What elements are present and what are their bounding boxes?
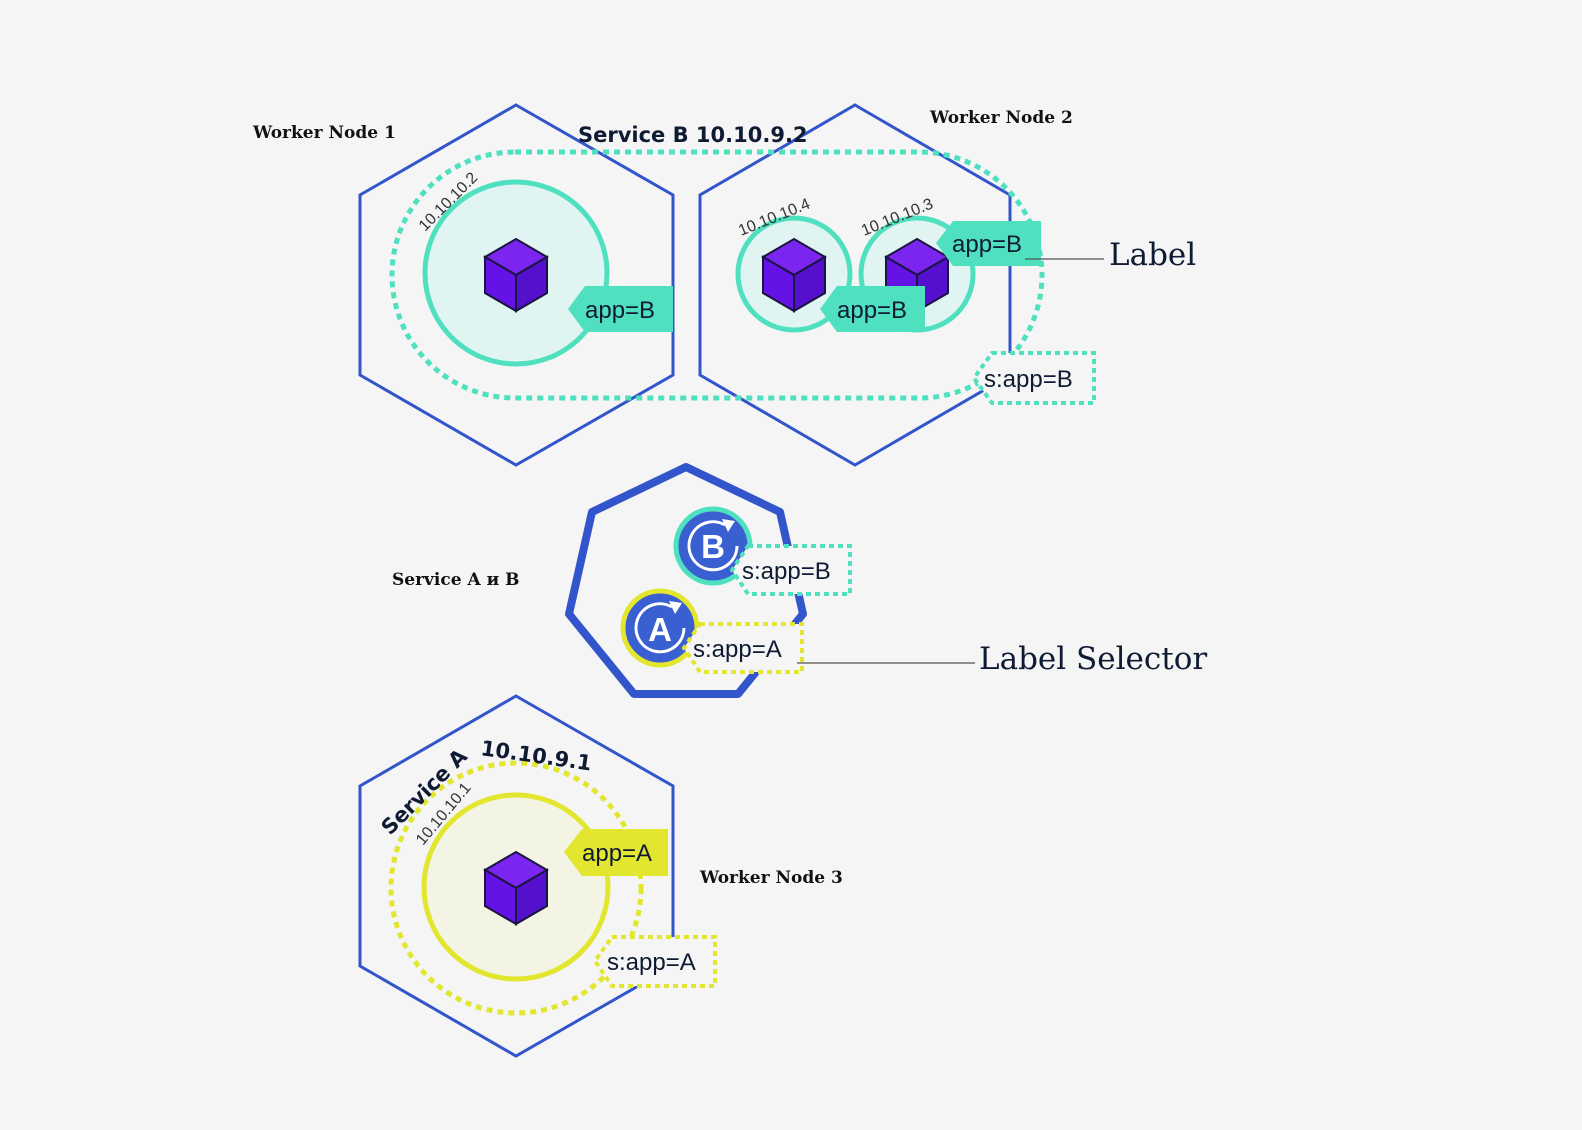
selector-s-app-a-2: s:app=A bbox=[592, 935, 717, 988]
selector-s-app-b-1-text: s:app=B bbox=[984, 366, 1073, 393]
service-a-ip: 10.10.9.1 bbox=[479, 736, 593, 775]
service-b-icon: B bbox=[673, 506, 753, 586]
selector-s-app-a-1: s:app=A bbox=[681, 622, 804, 674]
service-b-letter: B bbox=[701, 528, 725, 565]
worker-node-1-hexagon bbox=[358, 103, 675, 467]
selector-s-app-b-1: s:app=B bbox=[971, 351, 1096, 405]
selector-s-app-a-2-text: s:app=A bbox=[607, 949, 696, 976]
label-callout: Label bbox=[1109, 237, 1196, 273]
label-app-b-1: app=B bbox=[568, 286, 673, 332]
label-app-b-2: app=B bbox=[820, 286, 925, 332]
service-b-boundary bbox=[389, 149, 1045, 401]
services-a-b-title: Service A и B bbox=[392, 570, 519, 590]
worker-node-3-hexagon bbox=[358, 694, 675, 1058]
label-selector-callout: Label Selector bbox=[979, 641, 1207, 677]
selector-s-app-b-2-text: s:app=B bbox=[742, 558, 831, 585]
selector-s-app-a-1-text: s:app=A bbox=[693, 636, 782, 663]
label-app-a-text: app=A bbox=[582, 840, 652, 867]
worker-node-3-title: Worker Node 3 bbox=[699, 868, 843, 888]
worker-node-1-title: Worker Node 1 bbox=[252, 123, 396, 143]
label-app-a: app=A bbox=[564, 829, 668, 876]
service-a-boundary bbox=[388, 760, 644, 1016]
service-b-title: Service B 10.10.9.2 bbox=[578, 123, 808, 147]
label-app-b-1-text: app=B bbox=[585, 297, 655, 324]
label-app-b-2-text: app=B bbox=[837, 297, 907, 324]
service-a-letter: A bbox=[648, 611, 672, 648]
label-app-b-3-text: app=B bbox=[952, 231, 1022, 258]
service-a-icon: A bbox=[620, 588, 700, 668]
services-heptagon bbox=[565, 463, 807, 698]
worker-node-2-title: Worker Node 2 bbox=[929, 108, 1073, 128]
label-app-b-3: app=B bbox=[936, 221, 1041, 266]
selector-s-app-b-2: s:app=B bbox=[729, 544, 852, 596]
